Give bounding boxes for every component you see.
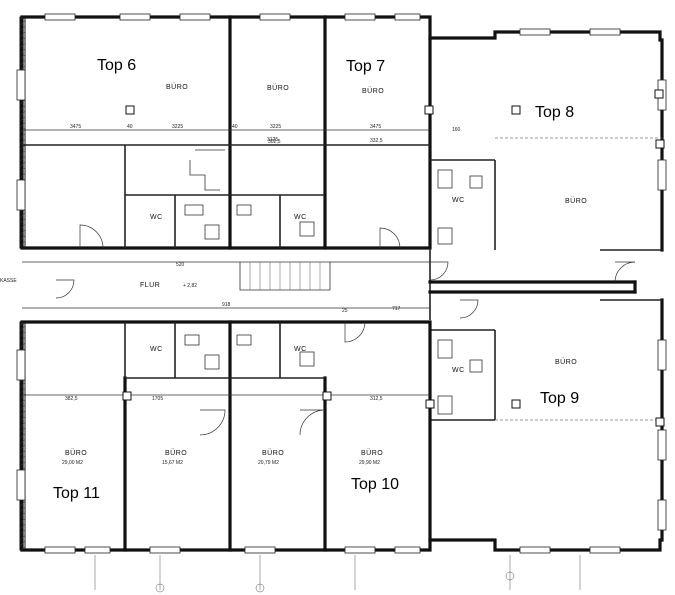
room-label-buero-top9: BÜRO xyxy=(555,358,577,366)
room-label-buero-top7b: BÜRO xyxy=(362,87,384,95)
room-label-buero-lower3: BÜRO xyxy=(262,449,284,457)
dim-3475: 3475 xyxy=(70,124,81,130)
dim-40b: 40 xyxy=(232,124,238,130)
room-label-buero-top6: BÜRO xyxy=(166,83,188,91)
room-label-buero-top7a: BÜRO xyxy=(267,84,289,92)
corridor xyxy=(22,149,430,309)
area-label-top11: 29,00 M2 xyxy=(62,460,83,466)
room-label-buero-top11: BÜRO xyxy=(65,449,87,457)
room-label-wc-3: WC xyxy=(150,346,163,353)
upper-windows xyxy=(16,13,421,211)
unit-label-top11: Top 11 xyxy=(53,485,100,502)
dim-717: 717 xyxy=(392,306,401,312)
room-label-wc-5: WC xyxy=(452,197,465,204)
room-label-buero-top10: BÜRO xyxy=(361,449,383,457)
dim-3225a: 3225 xyxy=(172,124,183,130)
doors xyxy=(55,224,636,436)
area-label-lower3: 20,79 M2 xyxy=(258,460,279,466)
dim-25: 25 xyxy=(342,308,348,314)
unit-label-top10: Top 10 xyxy=(351,476,399,493)
room-label-flur: FLUR xyxy=(140,282,160,289)
dim-3225b: 3225 xyxy=(270,124,281,130)
dim-3125: 3125 xyxy=(267,137,278,143)
room-label-wc-2: WC xyxy=(294,214,307,221)
dim-3475b: 3475 xyxy=(370,124,381,130)
unit-label-top7: Top 7 xyxy=(346,58,385,75)
wc-fixtures xyxy=(184,169,483,415)
lower-windows xyxy=(16,349,421,554)
dim-160: 160 xyxy=(452,127,461,133)
room-label-buero-top8: BÜRO xyxy=(565,197,587,205)
unit-label-top6: Top 6 xyxy=(97,57,136,74)
area-label-top10: 29,90 M2 xyxy=(359,460,380,466)
lower-block-walls xyxy=(19,320,432,552)
area-label-lower2: 15,67 M2 xyxy=(162,460,183,466)
dim-40a: 40 xyxy=(127,124,133,130)
dim-3825: 382,5 xyxy=(65,396,78,402)
columns xyxy=(122,89,665,427)
dim-3025: 302,5 xyxy=(268,139,281,145)
axis-markers xyxy=(94,555,581,593)
dim-918: 918 xyxy=(222,302,231,308)
dim-520: 520 xyxy=(176,262,185,268)
room-label-wc-6: WC xyxy=(452,367,465,374)
flur-elevation: + 2,82 xyxy=(183,283,197,289)
room-label-buero-lower2: BÜRO xyxy=(165,449,187,457)
dim-1705: 1705 xyxy=(152,396,163,402)
unit-label-top9: Top 9 xyxy=(540,390,579,407)
unit-label-top8: Top 8 xyxy=(535,104,574,121)
dim-3125b: 312,5 xyxy=(370,396,383,402)
dim-3325: 332,5 xyxy=(370,138,383,144)
right-block-walls xyxy=(428,30,664,552)
room-label-wc-1: WC xyxy=(150,214,163,221)
upper-block-walls xyxy=(19,15,432,250)
room-label-wc-4: WC xyxy=(294,346,307,353)
room-label-kasse: KASSE xyxy=(0,278,17,284)
